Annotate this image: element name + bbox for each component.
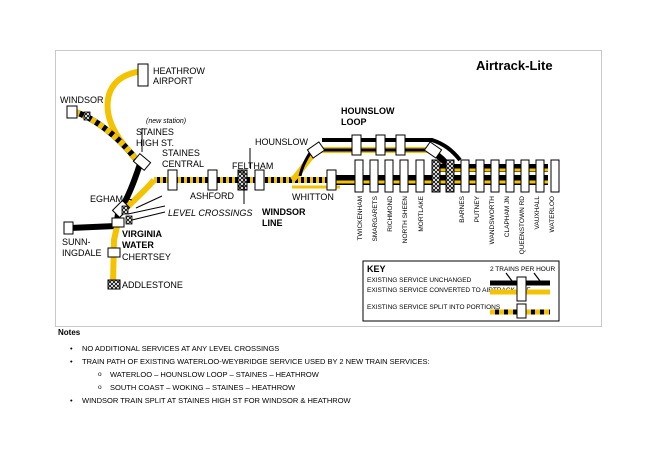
- key-box: KEY 2 TRAINS PER HOUR EXISTING SERVICE U…: [362, 260, 560, 322]
- heathrow-label: HEATHROW: [153, 66, 205, 76]
- heathrow-box: [137, 63, 149, 87]
- london-station-label: WATERLOO: [549, 196, 556, 232]
- note-subitem: WATERLOO – HOUNSLOW LOOP – STAINES – HEA…: [58, 368, 638, 381]
- whitton-label: WHITTON: [292, 192, 334, 202]
- staines-high-label-2: HIGH ST.: [136, 138, 174, 148]
- key-item-split: EXISTING SERVICE SPLIT INTO PORTIONS: [367, 304, 501, 311]
- sunningdale-label: SUNN-: [62, 237, 91, 247]
- london-station-label: CLAPHAM JN: [504, 196, 511, 237]
- london-station-boxes: [354, 159, 560, 193]
- diagram-title: Airtrack-Lite: [476, 58, 553, 73]
- hounslow-loop-label: HOUNSLOW: [341, 106, 395, 116]
- note-item: WINDSOR TRAIN SPLIT AT STAINES HIGH ST F…: [58, 394, 638, 407]
- key-trains-per-hour: 2 TRAINS PER HOUR: [490, 266, 556, 273]
- new-station-label: (new station): [146, 118, 186, 125]
- heathrow-label-2: AIRPORT: [153, 76, 193, 86]
- staines-central-label: STAINES: [162, 148, 200, 158]
- note-subitem: SOUTH COAST – WOKING – STAINES – HEATHRO…: [58, 381, 638, 394]
- station-boxes: [63, 63, 443, 290]
- virginia-water-label-2: WATER: [122, 240, 154, 250]
- london-station-label: NORTH SHEEN: [402, 196, 409, 243]
- addlestone-box: [107, 279, 121, 290]
- virginia-water-box: [111, 217, 125, 228]
- feltham-label: FELTHAM: [232, 161, 273, 171]
- hounslow-loop-label-2: LOOP: [341, 117, 367, 127]
- key-item-unchanged: EXISTING SERVICE UNCHANGED: [367, 277, 472, 284]
- hounslow-label: HOUNSLOW: [255, 137, 309, 147]
- staines-high-label: STAINES: [136, 127, 174, 137]
- london-station-labels: TWICKENHAM SMARGARETS RICHMOND NORTH SHEEN M…: [357, 195, 556, 254]
- feltham-box-2: [254, 169, 265, 191]
- sunningdale-label-2: INGDALE: [62, 248, 102, 258]
- chertsey-box: [107, 247, 121, 258]
- hounslow-loop-box-4: [423, 141, 443, 159]
- level-crossing-arrows: [123, 128, 251, 221]
- key-item-converted: EXISTING SERVICE CONVERTED TO AIRTRACK-L…: [367, 287, 531, 294]
- windsor-line-label: WINDSOR: [262, 207, 306, 217]
- key-item-converted-line: EXISTING SERVICE CONVERTED TO AIRTRACK-L…: [367, 287, 531, 294]
- staines-central-label-2: CENTRAL: [162, 159, 204, 169]
- london-station-label: MORTLAKE: [418, 195, 425, 231]
- hounslow-loop-box-2: [375, 134, 386, 156]
- london-station-label: SMARGARETS: [372, 195, 379, 241]
- sunningdale-box: [63, 221, 74, 235]
- addlestone-label: ADDLESTONE: [122, 280, 183, 290]
- ashford-box: [207, 169, 218, 191]
- london-station-label: QUEENSTOWN RD: [519, 196, 526, 255]
- egham-label: EGHAM: [90, 194, 123, 204]
- notes-list: NO ADDITIONAL SERVICES AT ANY LEVEL CROS…: [58, 342, 638, 407]
- level-crossings-label: LEVEL CROSSINGS: [168, 208, 252, 218]
- key-title: KEY: [367, 264, 386, 274]
- notes-section: Notes NO ADDITIONAL SERVICES AT ANY LEVE…: [58, 328, 638, 407]
- windsor-box: [66, 105, 78, 119]
- whitton-box: [326, 169, 337, 191]
- london-station-label: PUTNEY: [474, 195, 481, 222]
- windsor-line-label-2: LINE: [262, 218, 283, 228]
- hounslow-loop-box-1: [351, 134, 362, 156]
- notes-heading: Notes: [58, 328, 81, 337]
- staines-high-box: [132, 152, 152, 172]
- london-station-label: RICHMOND: [387, 196, 394, 232]
- london-station-label: VAUXHALL: [534, 196, 541, 230]
- ashford-label: ASHFORD: [190, 191, 235, 201]
- chertsey-label: CHERTSEY: [122, 252, 171, 262]
- hounslow-box: [306, 141, 326, 159]
- note-item: NO ADDITIONAL SERVICES AT ANY LEVEL CROS…: [58, 342, 638, 355]
- london-station-label: BARNES: [459, 195, 466, 222]
- london-station-label: TWICKENHAM: [357, 196, 364, 240]
- london-station-label: WANDSWORTH: [489, 196, 496, 245]
- windsor-label: WINDSOR: [60, 95, 104, 105]
- hounslow-loop-box-3: [395, 134, 406, 156]
- virginia-water-label: VIRGINIA: [122, 229, 163, 239]
- staines-central-box: [167, 169, 178, 191]
- note-item: TRAIN PATH OF EXISTING WATERLOO-WEYBRIDG…: [58, 355, 638, 368]
